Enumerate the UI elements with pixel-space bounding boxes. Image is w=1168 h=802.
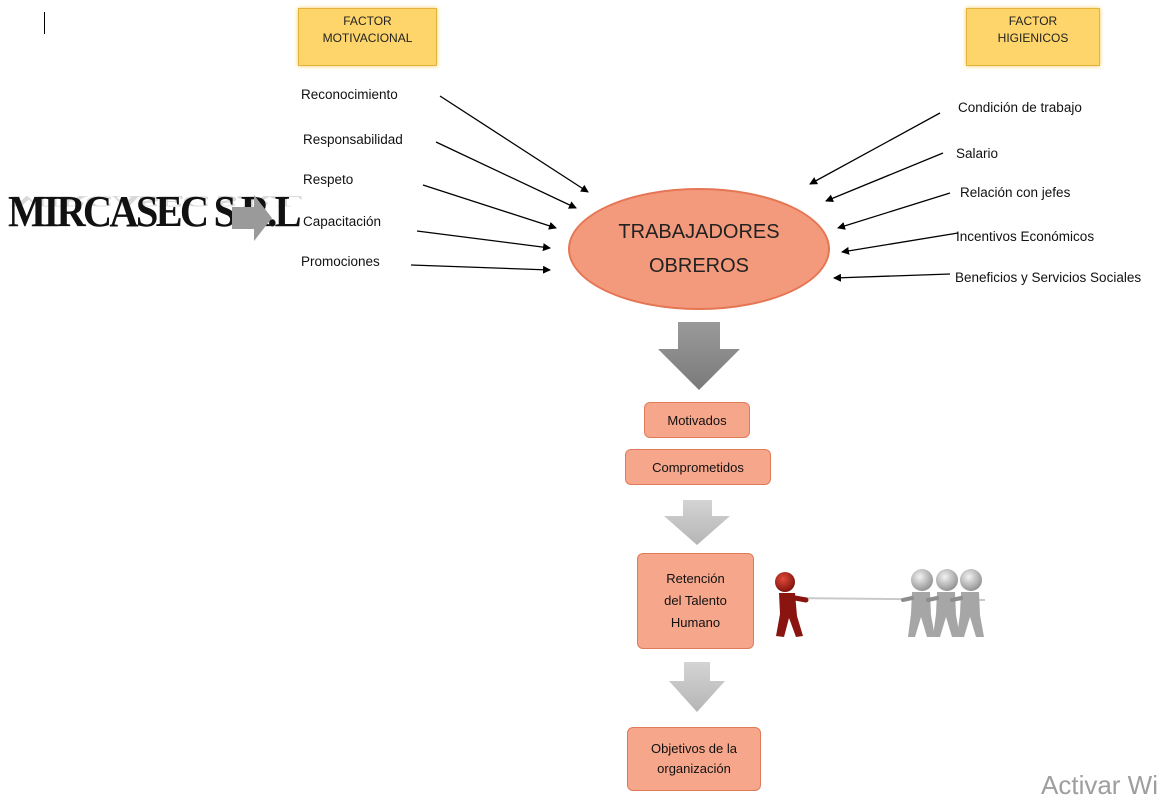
motivados-box: Motivados — [644, 402, 750, 438]
objetivos-line2: organización — [657, 761, 731, 776]
motivados-label: Motivados — [667, 412, 727, 428]
arrow-condicion — [809, 112, 941, 185]
objetivos-line1: Objetivos de la — [651, 741, 737, 756]
down-arrow-2-icon — [664, 500, 730, 545]
motivational-item-responsabilidad: Responsabilidad — [303, 132, 403, 147]
arrow-reconocimiento — [439, 95, 589, 193]
objetivos-box: Objetivos de la organización — [627, 727, 761, 791]
factor-higienicos-line1: FACTOR — [1008, 14, 1058, 28]
big-down-arrow-icon — [658, 322, 740, 390]
factor-higienicos-box: FACTOR HIGIENICOS — [966, 8, 1100, 66]
center-line1: TRABAJADORES — [618, 221, 780, 243]
retencion-line1: Retención — [666, 571, 725, 586]
arrow-incentivos — [841, 232, 959, 255]
comprometidos-label: Comprometidos — [652, 459, 744, 475]
factor-motivacional-line2: MOTIVACIONAL — [322, 31, 413, 45]
arrow-relacion — [837, 192, 951, 230]
trabajadores-obreros-node: TRABAJADORES OBREROS — [568, 188, 830, 310]
hygiene-item-incentivos: Incentivos Económicos — [956, 229, 1095, 244]
company-arrow-icon — [232, 195, 272, 241]
down-arrow-3-icon — [669, 662, 725, 712]
arrow-respeto — [422, 184, 557, 230]
arrow-salario — [825, 152, 944, 203]
motivational-item-capacitacion: Capacitación — [303, 214, 382, 229]
comprometidos-box: Comprometidos — [625, 449, 771, 485]
arrow-promociones — [410, 264, 551, 274]
arrow-beneficios — [833, 273, 951, 282]
factor-higienicos-line2: HIGIENICOS — [997, 31, 1069, 45]
text-cursor — [44, 12, 45, 34]
motivational-item-promociones: Promociones — [301, 254, 380, 269]
hygiene-item-relacion: Relación con jefes — [960, 185, 1071, 200]
motivational-item-reconocimiento: Reconocimiento — [301, 87, 398, 102]
hygiene-item-beneficios: Beneficios y Servicios Sociales — [955, 270, 1142, 285]
motivational-item-respeto: Respeto — [303, 172, 354, 187]
factor-motivacional-box: FACTOR MOTIVACIONAL — [298, 8, 437, 66]
hygiene-item-salario: Salario — [956, 146, 999, 161]
retencion-line3: Humano — [670, 615, 721, 630]
retencion-line2: del Talento — [664, 593, 727, 608]
activation-watermark: Activar Wi — [1041, 770, 1158, 800]
retencion-box: Retención del Talento Humano — [637, 553, 754, 649]
center-line2: OBREROS — [648, 255, 750, 277]
factor-motivacional-line1: FACTOR — [343, 14, 392, 28]
arrow-capacitacion — [416, 230, 551, 252]
arrow-responsabilidad — [435, 141, 577, 209]
hygiene-item-condicion: Condición de trabajo — [958, 100, 1082, 115]
tug-of-war-figures-icon — [775, 569, 986, 637]
